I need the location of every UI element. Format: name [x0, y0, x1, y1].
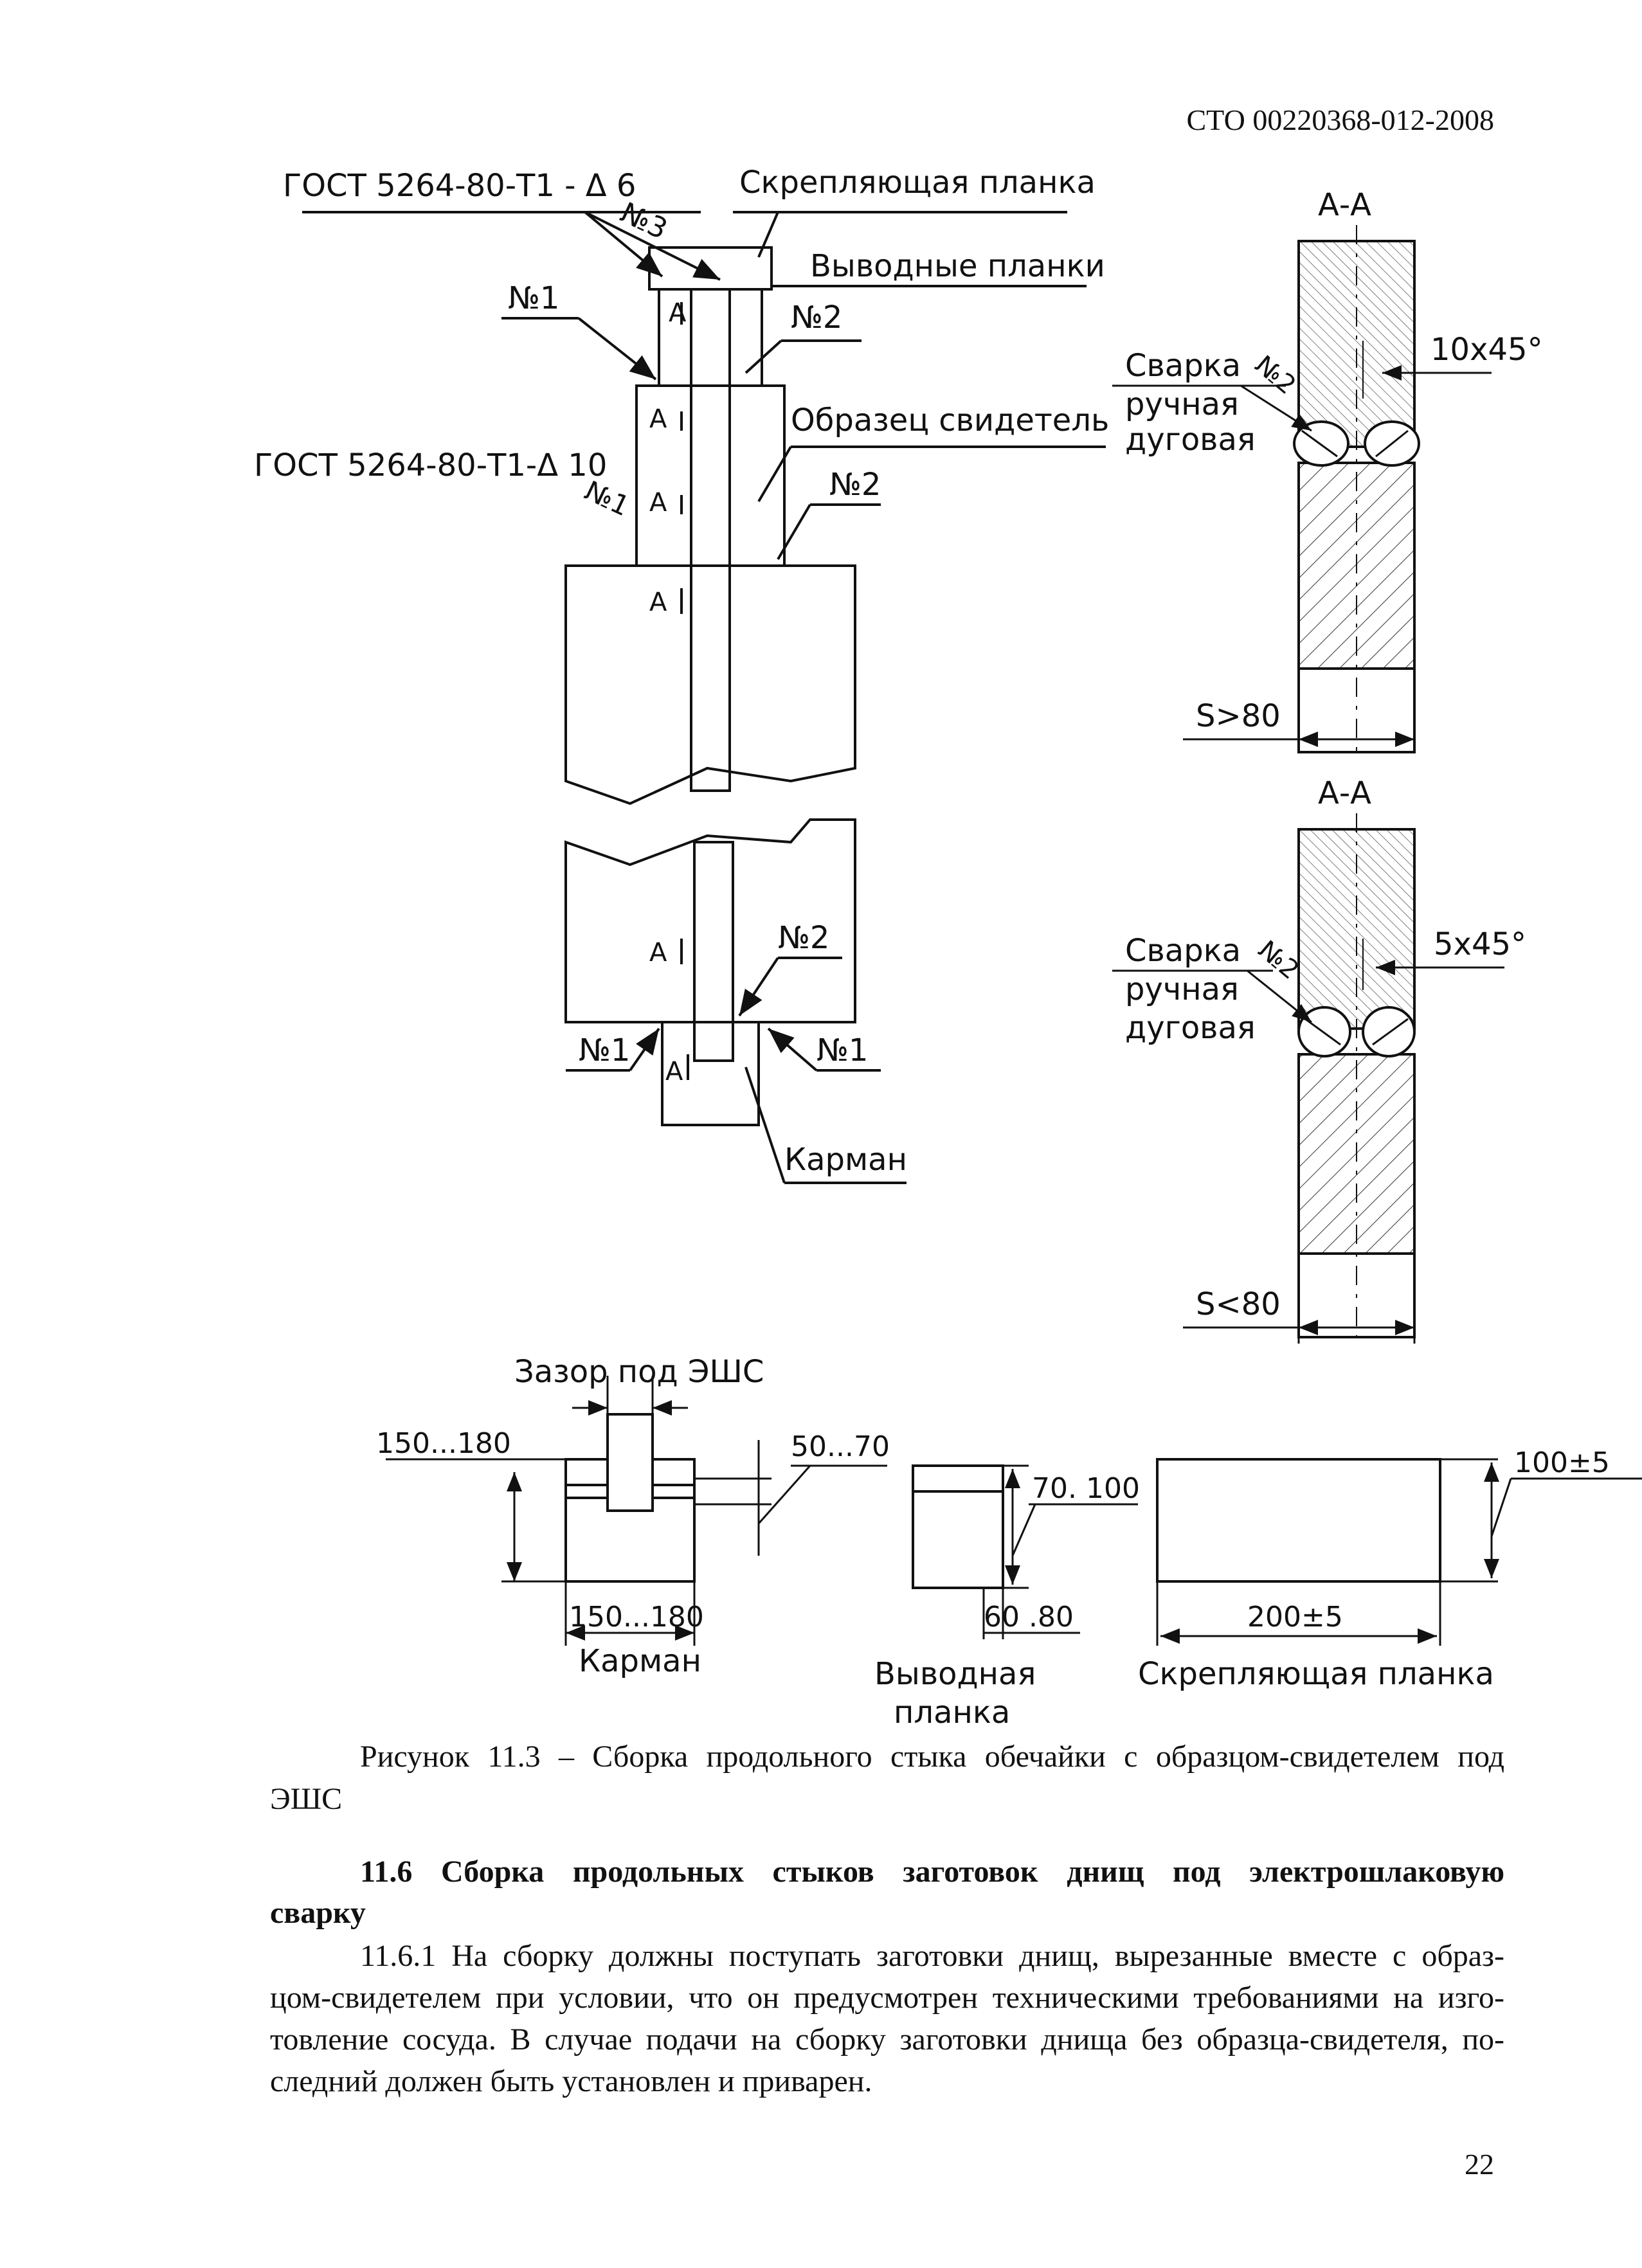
chamfer-10-label: 10x45°: [1430, 332, 1543, 368]
manual-weld-label-1b: ручная: [1125, 386, 1239, 422]
section-mark-a-2: А: [649, 404, 667, 434]
clamp-length-label: 200±5: [1247, 1601, 1343, 1634]
gost-mid-label: ГОСТ 5264-80-Т1-Δ 10: [254, 447, 607, 483]
thickness-gt-label: S>80: [1196, 698, 1281, 734]
section-mark-a-5: А: [649, 938, 667, 968]
gap-strip-lower: [693, 841, 734, 1062]
pocket-shape: [661, 1021, 760, 1126]
main-assembly-labels: ГОСТ 5264-80-Т1 - Δ 6 №3 Скрепляющая пла…: [254, 165, 1109, 1178]
paragraph-line-3: товление сосуда. В случае подачи на сбор…: [270, 2022, 1504, 2056]
gost-top-label: ГОСТ 5264-80-Т1 - Δ 6: [283, 168, 636, 204]
thickness-lt-label: S<80: [1196, 1286, 1281, 1322]
section-mark-a-1: А: [669, 298, 687, 328]
weld-n1-label-low-left: №1: [579, 1032, 630, 1068]
run-off-bar-detail: 70. 100 60 .80 Выводная планка: [874, 1464, 1140, 1731]
pocket-label: Карман: [784, 1142, 907, 1178]
run-off-width-label: 60 .80: [984, 1601, 1074, 1634]
weld-n2-label-mid: №2: [829, 467, 881, 503]
section-heading-line-2: сварку: [270, 1896, 366, 1930]
weld-n2-section-1: №2: [1249, 350, 1301, 401]
gap-label: Зазор под ЭШС: [514, 1354, 764, 1390]
section-mark-a-4: А: [649, 588, 667, 617]
pocket-height-label: 150...180: [376, 1427, 511, 1460]
section-heading-line-1: 11.6 Сборка продольных стыков заготовок …: [360, 1855, 1504, 1889]
section-title-1: А-А: [1318, 187, 1371, 223]
paragraph-line-4: следний должен быть установлен и приваре…: [270, 2064, 872, 2098]
main-assembly-view: [302, 211, 1106, 1184]
paragraph-line-1: 11.6.1 На сборку должны поступать загото…: [360, 1939, 1504, 1973]
section-aa-thin: А-А 5x45° Сварка ручная дуговая №2 S<80: [1112, 775, 1526, 1344]
manual-weld-label-2b: ручная: [1125, 971, 1239, 1007]
run-off-caption-2: планка: [894, 1695, 1010, 1731]
manual-weld-label-1c: дуговая: [1125, 422, 1256, 458]
pocket-detail: Зазор под ЭШС 150...180 50...70 150...18…: [376, 1354, 890, 1679]
section-mark-a-3: А: [649, 488, 667, 518]
section-heading: 11.6 Сборка продольных стыков заготовок …: [270, 1851, 1504, 1934]
weld-n2-section-2: №2: [1252, 935, 1304, 986]
document-code: СТО 00220368-012-2008: [1186, 104, 1494, 136]
run-off-bars-label: Выводные планки: [810, 248, 1105, 284]
paragraph-line-2: цом-свидетелем при условии, что он преду…: [270, 1981, 1504, 2015]
clamp-bar-label: Скрепляющая планка: [739, 165, 1096, 201]
run-off-height-label: 70. 100: [1032, 1472, 1140, 1505]
shell-upper-shape: [564, 564, 856, 806]
manual-weld-label-2c: дуговая: [1125, 1010, 1256, 1046]
chamfer-5-label: 5x45°: [1434, 926, 1526, 962]
section-aa-thick: А-А 10x45° Сварка ручная дуговая №2 S>80: [1112, 187, 1543, 753]
gap-strip-upper: [690, 288, 731, 792]
run-off-caption-1: Выводная: [874, 1656, 1036, 1692]
figure-caption-line-1: Рисунок 11.3 – Сборка продольного стыка …: [360, 1740, 1504, 1774]
assembly-drawing: ГОСТ 5264-80-Т1 - Δ 6 №3 Скрепляющая пла…: [254, 165, 1642, 1731]
pocket-depth-label: 50...70: [791, 1430, 890, 1463]
section-title-2: А-А: [1318, 775, 1371, 811]
clamp-height-label: 100±5: [1514, 1446, 1610, 1479]
manual-weld-label-1a: Сварка: [1125, 348, 1241, 384]
weld-n1-label-top: №1: [508, 280, 559, 316]
pocket-width-label: 150...180: [569, 1601, 704, 1634]
clamp-bar-caption: Скрепляющая планка: [1138, 1656, 1494, 1692]
pocket-detail-caption: Карман: [579, 1643, 701, 1679]
figure-caption: Рисунок 11.3 – Сборка продольного стыка …: [270, 1736, 1504, 1821]
figure-caption-line-2: ЭШС: [270, 1782, 343, 1816]
clamp-bar-detail: 100±5 200±5 Скрепляющая планка: [1138, 1446, 1642, 1692]
manual-weld-label-2a: Сварка: [1125, 933, 1241, 969]
paragraph-11-6-1: 11.6.1 На сборку должны поступать загото…: [270, 1935, 1504, 2102]
weld-n2-label-top: №2: [791, 300, 842, 336]
section-mark-a-6: А: [665, 1057, 683, 1086]
weld-n2-label-low: №2: [778, 920, 829, 956]
witness-sample-label: Образец свидетель: [791, 402, 1109, 438]
page-number: 22: [1465, 2148, 1494, 2181]
weld-n1-label-low-right: №1: [816, 1032, 868, 1068]
